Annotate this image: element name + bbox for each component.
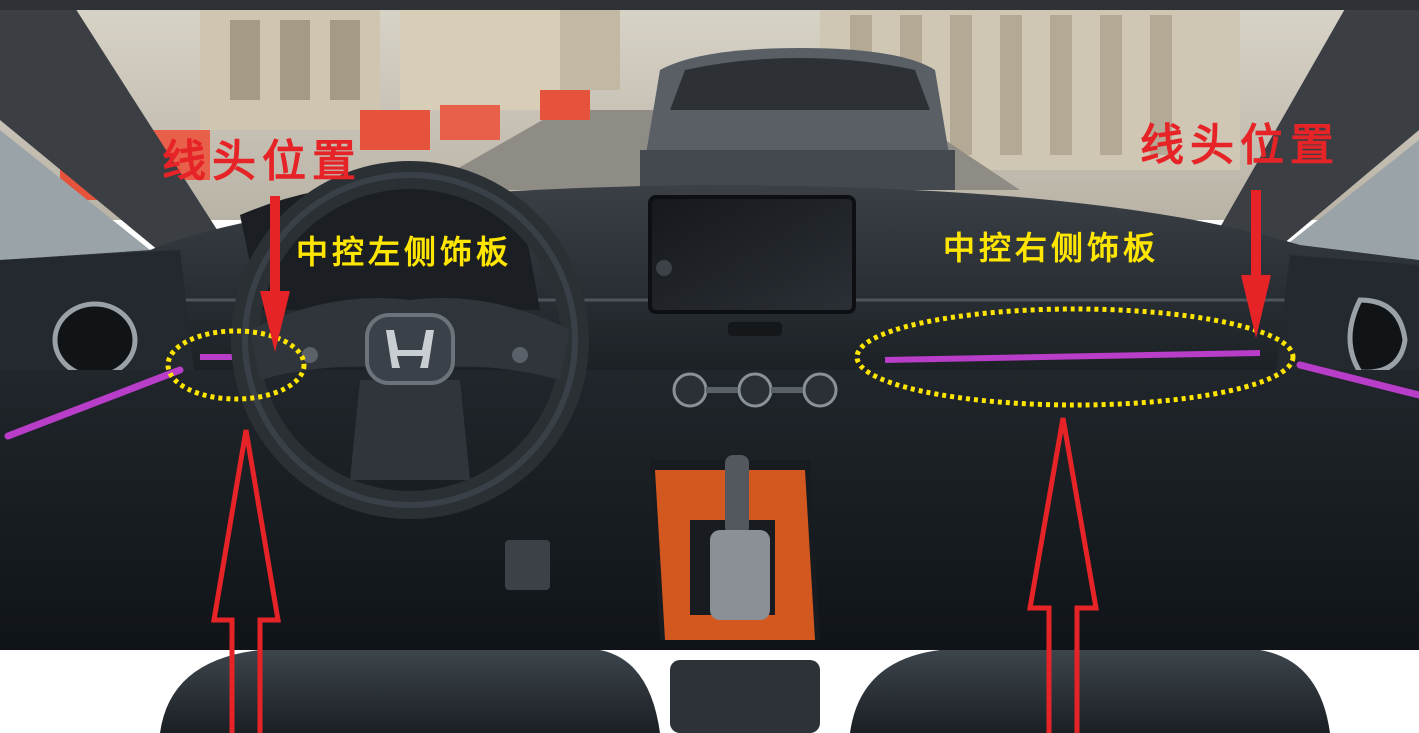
honda-logo-icon	[386, 330, 434, 368]
left-up-arrow-icon	[211, 429, 281, 733]
ambient-light-right-door	[1296, 361, 1419, 399]
right-panel-highlight	[854, 306, 1296, 408]
right-down-arrow-icon	[1241, 190, 1271, 338]
hazard-button	[728, 322, 782, 336]
driver-seat	[160, 650, 660, 733]
right-side-window	[1280, 140, 1419, 260]
right-up-arrow-icon	[1027, 417, 1099, 733]
left-panel-highlight	[165, 328, 307, 402]
climate-controls	[672, 372, 838, 408]
armrest	[670, 660, 820, 733]
left-side-window	[0, 130, 150, 260]
passenger-seat	[850, 650, 1330, 733]
right-air-vent	[1347, 297, 1408, 375]
right-a-pillar	[1210, 0, 1419, 255]
left-air-vent	[52, 301, 138, 379]
screen-volume-knob	[656, 260, 672, 276]
steering-wheel	[231, 161, 589, 519]
left-trim-panel-label: 中控左侧饰板	[296, 233, 513, 271]
roof-edge	[0, 0, 1419, 10]
ambient-light-left-door	[4, 366, 184, 440]
ambient-light-right-panel	[884, 350, 1261, 363]
left-a-pillar	[0, 0, 230, 260]
brake-pedal	[505, 540, 550, 590]
right-wire-position-label: 线头位置	[1140, 120, 1340, 171]
left-buildings	[200, 0, 620, 130]
left-down-arrow-icon	[260, 196, 290, 352]
car-ahead	[640, 48, 955, 190]
left-wire-position-label: 线头位置	[162, 136, 362, 187]
gear-shifter	[710, 455, 770, 620]
right-trim-panel-label: 中控右侧饰板	[943, 229, 1160, 267]
console-orange-trim	[655, 470, 815, 640]
infotainment-screen	[648, 195, 856, 314]
